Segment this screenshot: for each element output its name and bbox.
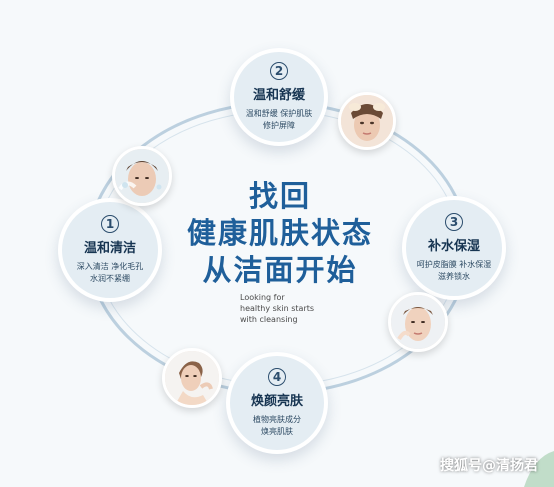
step-2-title: 温和舒缓	[252, 88, 305, 103]
step-1-number: 1	[101, 215, 119, 233]
center-title: 找回 健康肌肤状态 从洁面开始	[186, 179, 373, 287]
watermark: 搜狐号@清扬君	[440, 458, 538, 474]
step-1-title: 温和清洁	[83, 241, 136, 256]
step-2-desc: 温和舒缓 保护肌肤 修护屏障	[245, 109, 313, 130]
step-4-number: 4	[268, 368, 286, 386]
face-image-bottom-left	[162, 348, 222, 408]
face-image-right	[388, 292, 448, 352]
step-4-desc: 植物亮肤成分 焕亮肌肤	[253, 415, 301, 436]
step-1-desc: 深入清洁 净化毛孔 水润不紧绷	[76, 262, 144, 283]
face-image-left	[112, 146, 172, 206]
step-4-title: 焕颜亮肤	[250, 394, 303, 409]
step-4-node: 4 焕颜亮肤 植物亮肤成分 焕亮肌肤	[226, 352, 328, 454]
center-subtitle: Looking for healthy skin starts with cle…	[240, 293, 315, 324]
step-3-desc: 呵护皮脂膜 补水保湿 滋养锁水	[416, 260, 492, 281]
step-1-node: 1 温和清洁 深入清洁 净化毛孔 水润不紧绷	[58, 198, 162, 302]
step-3-number: 3	[445, 213, 463, 231]
leaf-decoration	[524, 451, 554, 487]
step-2-number: 2	[270, 62, 288, 80]
face-image-top-right	[338, 92, 396, 150]
step-2-node: 2 温和舒缓 温和舒缓 保护肌肤 修护屏障	[230, 48, 328, 146]
step-3-title: 补水保湿	[427, 239, 480, 254]
step-3-node: 3 补水保湿 呵护皮脂膜 补水保湿 滋养锁水	[402, 196, 506, 300]
